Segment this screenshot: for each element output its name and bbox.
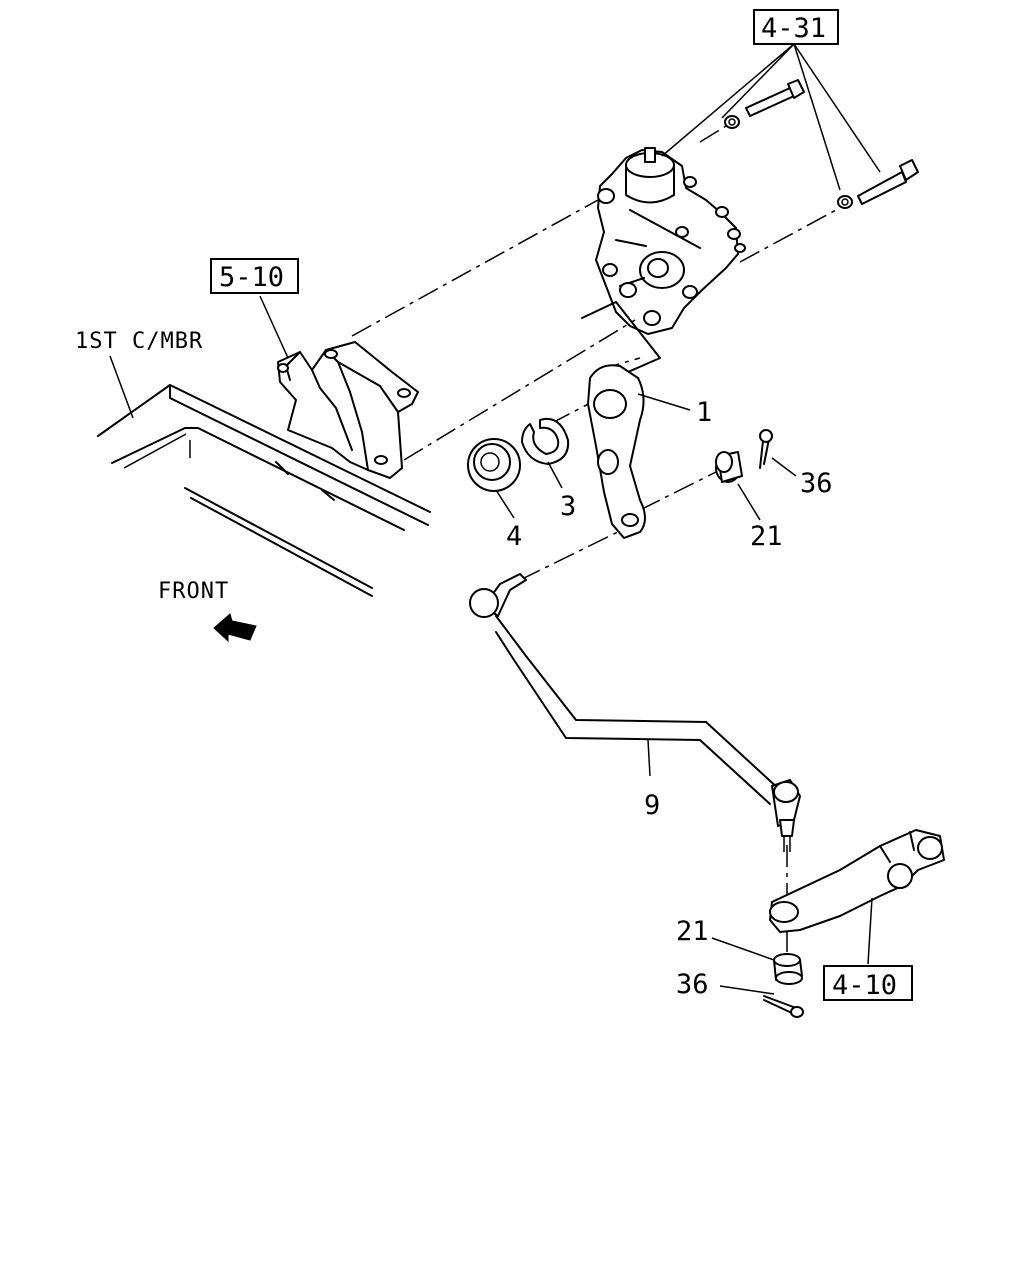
flange-nut [467,438,521,492]
mounting-bolts [724,79,919,209]
front-arrow-icon [213,613,257,643]
ref-4-10-label: 4-10 [832,970,897,1001]
lock-washer [521,418,570,465]
ref-5-10-label: 5-10 [219,262,284,293]
part-3-label: 3 [560,491,576,522]
gear-bracket [275,341,419,501]
front-label: FRONT [158,579,229,604]
part-1-label: 1 [696,397,712,428]
steering-gear-box [595,147,746,335]
frame-cross-member [97,384,431,597]
drag-link [469,573,801,852]
knuckle-arm [769,829,945,933]
part-36-label-bottom: 36 [676,969,709,1000]
castle-nut-lower [773,953,803,985]
cotter-pin-lower [763,995,804,1018]
part-21-label-top: 21 [750,521,783,552]
part-21-label-bottom: 21 [676,916,709,947]
ref-box-4-10 [823,965,913,1001]
castle-nut-upper [715,451,743,483]
frame-member-label: 1ST C/MBR [75,329,203,354]
part-4-label: 4 [506,521,522,552]
part-36-label-top: 36 [800,468,833,499]
leader-lines [109,43,881,995]
part-9-label: 9 [644,790,660,821]
cotter-pin-upper [759,429,773,469]
ref-4-31-label: 4-31 [761,13,826,44]
ref-box-5-10 [210,258,299,294]
ref-box-4-31 [753,9,839,45]
pitman-arm [587,364,646,539]
